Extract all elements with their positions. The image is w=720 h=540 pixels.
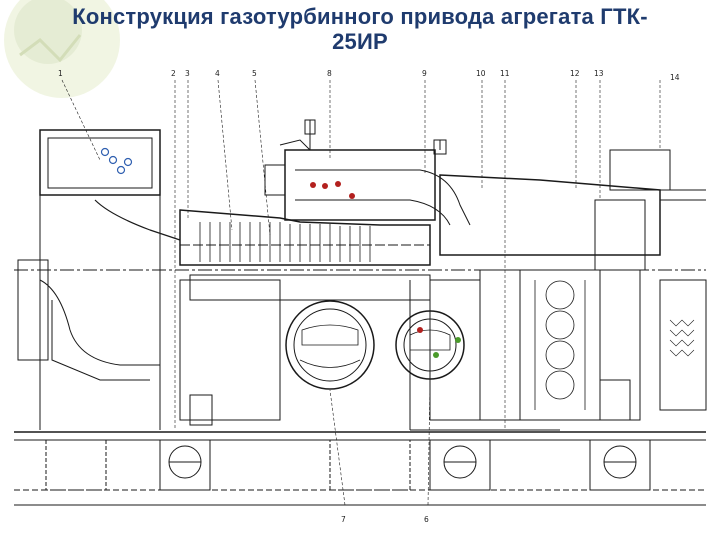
leader-lines <box>61 79 661 506</box>
callout-labels-top: 1 2 3 4 5 8 9 10 11 12 13 14 <box>58 69 680 82</box>
callout-11: 11 <box>500 69 510 78</box>
burner-markers <box>310 181 423 333</box>
callout-2: 2 <box>171 69 176 78</box>
callout-10: 10 <box>476 69 486 78</box>
callout-9: 9 <box>422 69 427 78</box>
callout-7: 7 <box>341 515 346 524</box>
slide-title: Конструкция газотурбинного привода агрег… <box>0 4 720 54</box>
callout-1: 1 <box>58 69 63 78</box>
callout-8: 8 <box>327 69 332 78</box>
air-intake-chamber <box>17 129 181 430</box>
callout-5: 5 <box>252 69 257 78</box>
title-line-1: Конструкция газотурбинного привода агрег… <box>72 4 648 29</box>
support-frame <box>179 279 631 431</box>
air-flow-markers <box>100 147 133 175</box>
title-line-2: 25ИР <box>332 29 388 54</box>
callout-14: 14 <box>670 73 680 82</box>
callout-labels-bottom: 7 6 <box>341 515 429 524</box>
turbine-section <box>439 149 707 421</box>
flanged-nozzle-left <box>285 300 375 390</box>
callout-4: 4 <box>215 69 220 78</box>
foundation-frame <box>14 269 706 506</box>
green-markers <box>433 337 461 358</box>
callout-6: 6 <box>424 515 429 524</box>
compressor-section <box>179 209 431 301</box>
callout-13: 13 <box>594 69 604 78</box>
exhaust-grille <box>669 319 695 357</box>
callout-12: 12 <box>570 69 580 78</box>
callout-3: 3 <box>185 69 190 78</box>
flanged-nozzle-right <box>395 310 465 380</box>
combustion-chamber <box>264 119 471 226</box>
